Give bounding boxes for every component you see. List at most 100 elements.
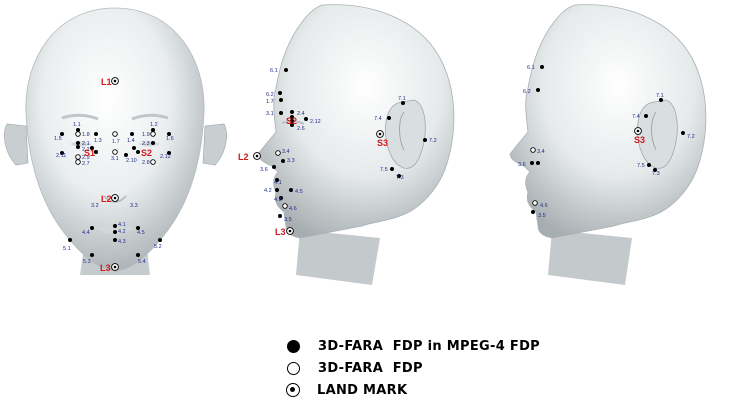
fdp-label: 1.7 <box>266 99 274 105</box>
fdp-label: 5.3 <box>83 259 91 265</box>
fdp-filled-dot <box>151 141 155 145</box>
fdp-filled-dot <box>681 131 685 135</box>
side-head-left <box>258 5 454 285</box>
fdp-label: 3.1 <box>266 111 274 117</box>
fdp-label: 6.2 <box>266 92 274 98</box>
fdp-filled-dot <box>132 146 136 150</box>
landmark-label: S3 <box>634 135 645 145</box>
fdp-label: 7.3 <box>396 175 404 181</box>
side-head-right <box>510 5 706 285</box>
fdp-open-dot <box>76 160 81 165</box>
fdp-open-dot <box>276 151 281 156</box>
fdp-filled-dot <box>90 253 94 257</box>
fdp-filled-dot <box>284 68 288 72</box>
fdp-label: 2.12 <box>160 154 171 160</box>
fdp-filled-dot <box>279 111 283 115</box>
landmark-label: S2 <box>286 116 297 126</box>
landmark-label: L2 <box>238 152 249 162</box>
fdp-label: 7.5 <box>637 163 645 169</box>
fdp-label: 3.6 <box>260 167 268 173</box>
fdp-label: 3.5 <box>538 213 546 219</box>
fdp-label: 1.8 <box>82 132 90 138</box>
fdp-label: 4.5 <box>295 189 303 195</box>
fdp-label: 5.4 <box>138 259 146 265</box>
fdp-filled-dot <box>387 116 391 120</box>
fdp-label: 7.4 <box>632 114 640 120</box>
fdp-label: 4.4 <box>82 230 90 236</box>
fdp-open-dot <box>151 132 156 137</box>
fdp-label: 1.6 <box>166 136 174 142</box>
fdp-label: 3.6 <box>518 162 526 168</box>
fdp-filled-dot <box>278 214 282 218</box>
fdp-label: 3.5 <box>284 217 292 223</box>
legend-label: LAND MARK <box>317 383 407 398</box>
fdp-label: 6.1 <box>270 68 278 74</box>
fdp-label: 2.6 <box>297 126 305 132</box>
fdp-filled-dot <box>423 138 427 142</box>
landmark-marker-center <box>114 197 117 200</box>
fdp-label: 3.1 <box>111 156 119 162</box>
landmark-marker-center <box>637 130 640 133</box>
fdp-filled-dot <box>281 159 285 163</box>
fdp-filled-dot <box>536 161 540 165</box>
fdp-label: 4.5 <box>137 230 145 236</box>
fdp-label: 4.2 <box>118 229 126 235</box>
fdp-filled-dot <box>289 188 293 192</box>
fdp-filled-dot <box>272 165 276 169</box>
fdp-filled-dot <box>644 114 648 118</box>
fdp-filled-dot <box>275 188 279 192</box>
fdp-label: 2.3 <box>142 141 150 147</box>
fdp-label: 2.12 <box>310 119 321 125</box>
fdp-label: 5.1 <box>63 246 71 252</box>
fdp-filled-dot <box>124 153 128 157</box>
fdp-label: 4.3 <box>274 197 282 203</box>
fdp-label: 1.1 <box>73 122 81 128</box>
fdp-label: 2.10 <box>126 158 137 164</box>
fdp-filled-dot <box>113 238 117 242</box>
fdp-filled-dot <box>136 150 140 154</box>
fdp-open-dot <box>113 150 118 155</box>
legend-label: 3D-FARA FDP in MPEG-4 FDP <box>318 339 540 354</box>
landmark-marker-center <box>289 230 292 233</box>
fdp-label: 2.11 <box>56 153 66 159</box>
fdp-label: 4.1 <box>274 180 282 186</box>
landmark-label: L3 <box>100 263 111 273</box>
legend: 3D-FARA FDP in MPEG-4 FDP 3D-FARA FDP LA… <box>286 336 586 402</box>
fdp-filled-dot <box>278 91 282 95</box>
fdp-label: 3.4 <box>282 149 290 155</box>
fdp-label: 2.4 <box>297 111 305 117</box>
fdp-open-dot <box>531 148 536 153</box>
fdp-open-dot <box>283 204 288 209</box>
open-circle-icon <box>287 362 300 375</box>
landmark-label: S1 <box>84 148 95 158</box>
landmark-marker-center <box>114 80 117 83</box>
fdp-filled-dot <box>540 65 544 69</box>
fdp-label: 4.6 <box>289 206 297 212</box>
landmark-marker-center <box>114 266 117 269</box>
fdp-label: 1.7 <box>112 139 120 145</box>
fdp-open-dot <box>113 132 118 137</box>
fdp-filled-dot <box>304 117 308 121</box>
fdp-label: 4.2 <box>264 188 272 194</box>
fdp-filled-dot <box>290 110 294 114</box>
landmark-icon <box>286 383 300 397</box>
filled-dot-icon <box>287 340 300 353</box>
fdp-label: 3.3 <box>130 203 138 209</box>
landmark-marker-center <box>379 133 382 136</box>
fdp-label: 1.9 <box>142 132 150 138</box>
fdp-label: 7.1 <box>398 96 406 102</box>
fdp-label: 3.2 <box>91 203 99 209</box>
legend-label: 3D-FARA FDP <box>318 361 423 376</box>
fdp-label: 1.3 <box>94 138 102 144</box>
fdp-label: 7.2 <box>687 134 695 140</box>
fdp-filled-dot <box>76 141 80 145</box>
fdp-filled-dot <box>113 224 117 228</box>
fdp-open-dot <box>533 201 538 206</box>
landmark-label: S2 <box>141 148 152 158</box>
legend-item-fdp: 3D-FARA FDP <box>286 358 586 378</box>
fdp-label: 4.1 <box>118 222 126 228</box>
fdp-filled-dot <box>530 161 534 165</box>
fdp-filled-dot <box>76 145 80 149</box>
fdp-label: 3.3 <box>287 158 295 164</box>
fdp-label: 2.7 <box>82 161 90 167</box>
